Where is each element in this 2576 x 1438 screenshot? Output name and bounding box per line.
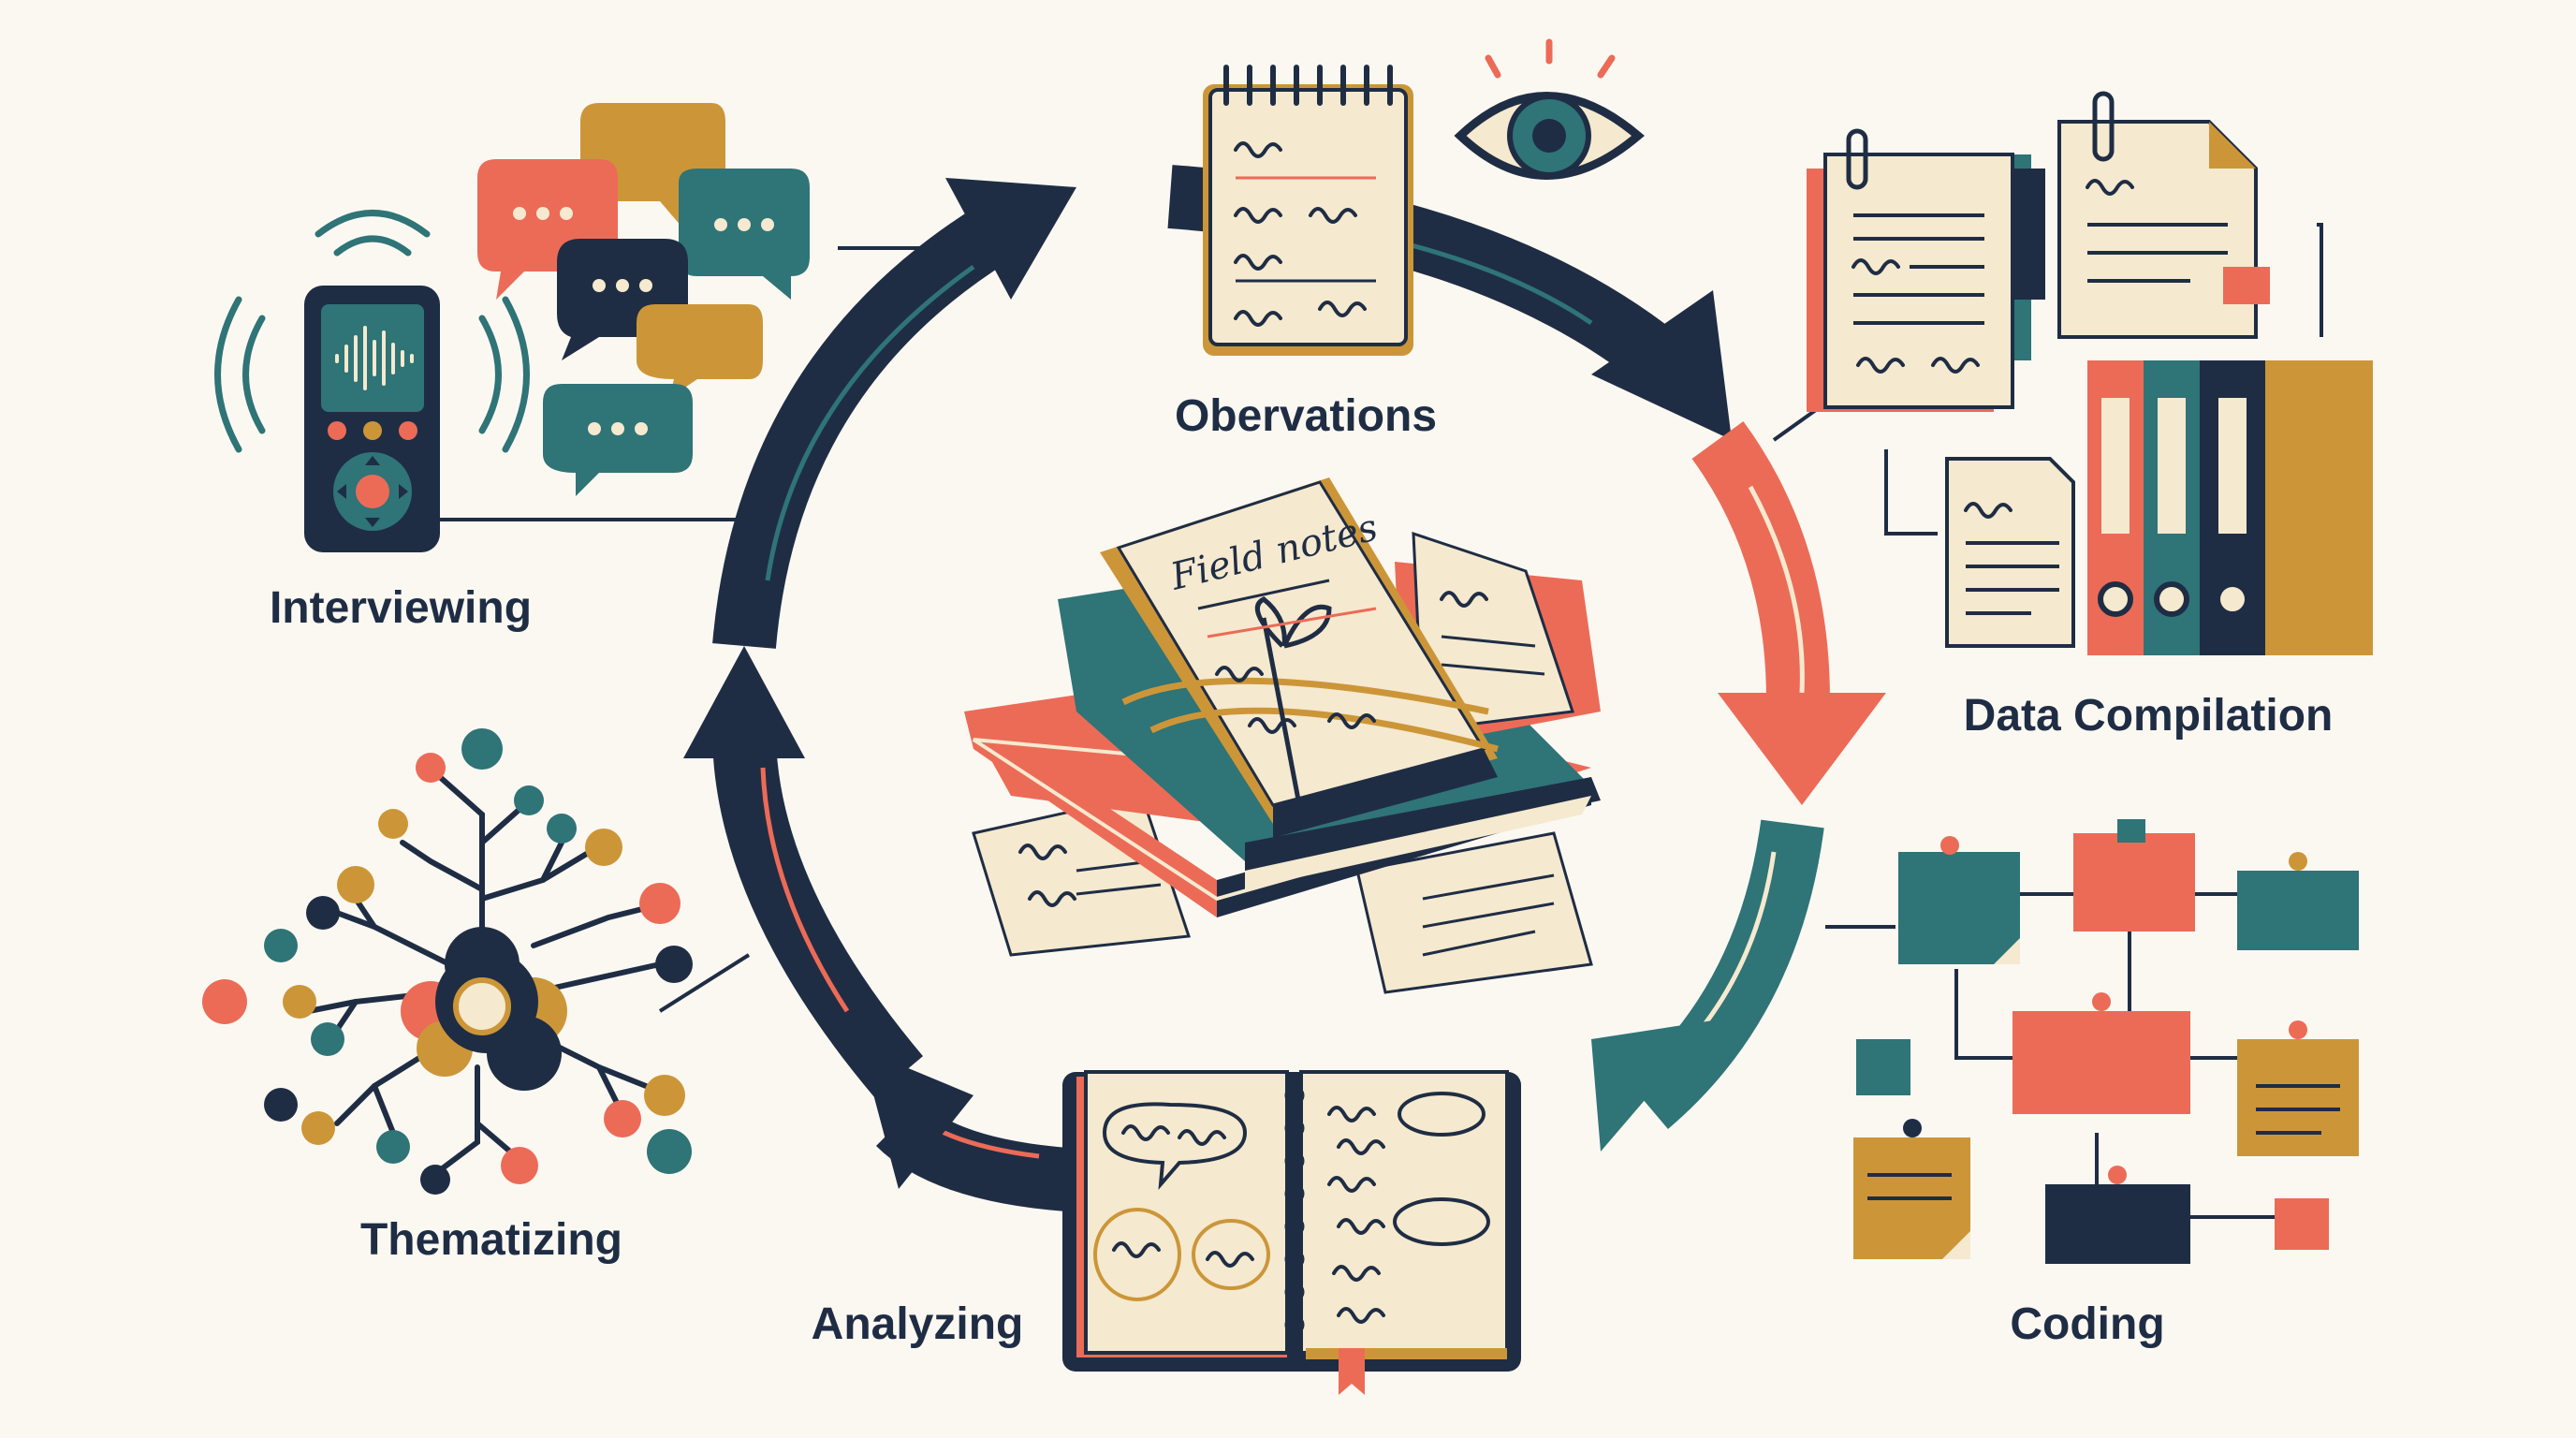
notepad-icon <box>1203 65 1413 356</box>
arrow-to-interviewing <box>683 646 924 1097</box>
stage-label-data-compilation: Data Compilation <box>1964 691 2334 741</box>
stage-label-thematizing: Thematizing <box>360 1215 622 1265</box>
thematizing-group: Thematizing <box>202 728 693 1265</box>
open-notebook-icon <box>1062 1070 1521 1395</box>
speech-bubbles-icon <box>477 103 810 496</box>
stacked-books-icon: Field notes <box>964 477 1601 917</box>
binders-icon <box>2087 360 2373 655</box>
arrow-to-observations <box>712 178 1076 649</box>
documents-icon <box>1807 91 2270 648</box>
coding-group: Coding <box>1853 819 2359 1349</box>
arrow-to-analyzing <box>1591 819 1824 1152</box>
arrow-to-coding <box>1691 420 1886 805</box>
stage-label-analyzing: Analyzing <box>812 1299 1024 1349</box>
observations-group: Obervations <box>1175 38 1645 441</box>
eye-icon <box>1454 38 1645 180</box>
field-notes-pile: Field notes <box>964 477 1601 994</box>
cycle-arrows <box>683 165 1886 1211</box>
theme-tree-icon <box>202 728 693 1195</box>
voice-recorder-icon <box>214 210 530 552</box>
stage-label-observations: Obervations <box>1175 391 1437 441</box>
stage-label-coding: Coding <box>2010 1299 2164 1349</box>
analyzing-group: Analyzing <box>812 1070 1521 1395</box>
data-compilation-group: Data Compilation <box>1807 91 2373 741</box>
sticky-notes-icon <box>1853 819 2359 1264</box>
interviewing-group: Interviewing <box>214 103 810 633</box>
stage-label-interviewing: Interviewing <box>270 583 532 633</box>
